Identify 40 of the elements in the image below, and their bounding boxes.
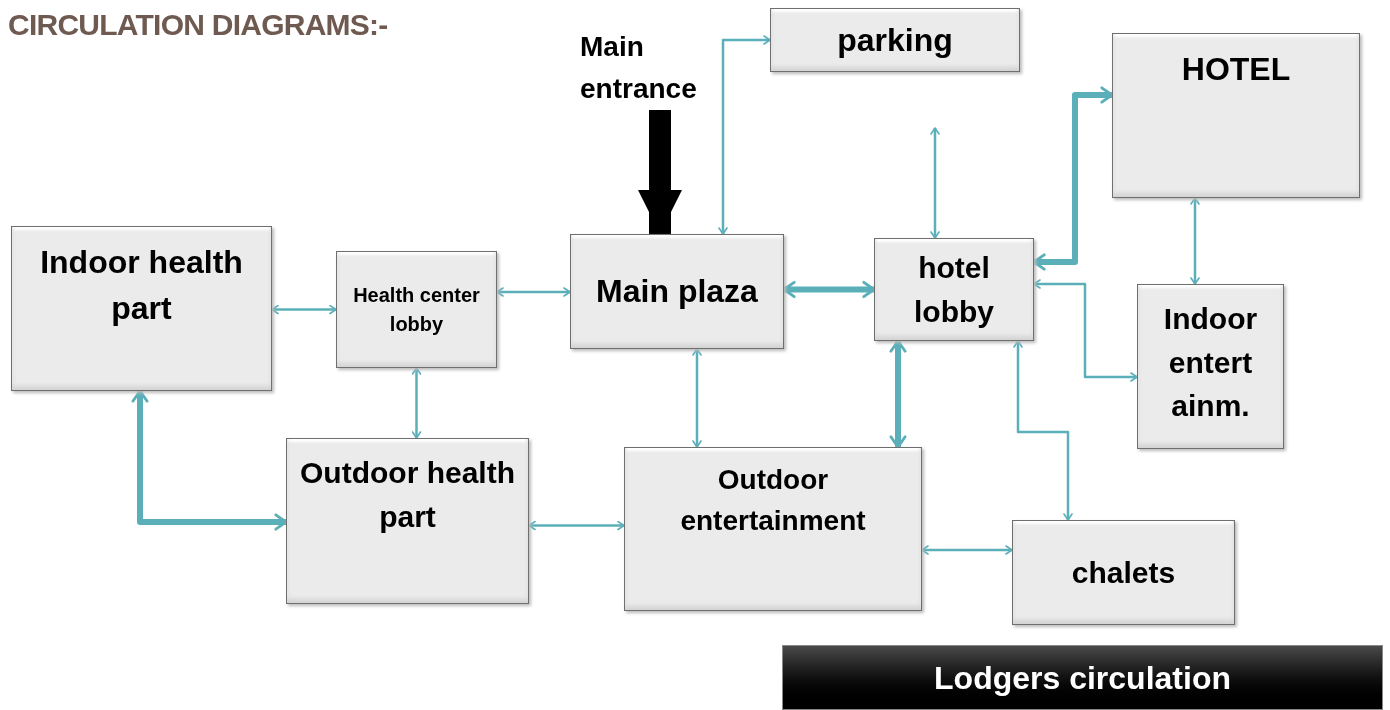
connector-arrow (718, 35, 771, 235)
connector-arrow (1033, 279, 1138, 382)
box-label: Indoor entert ainm. (1162, 301, 1259, 424)
entrance-label: Main entrance (580, 26, 730, 110)
connector-arrow (131, 389, 288, 531)
process-box (624, 447, 922, 611)
box-label: parking (837, 20, 953, 60)
connector-arrow (930, 127, 940, 239)
connector-arrow (1032, 86, 1114, 271)
process-box (11, 226, 272, 391)
process-box (336, 251, 497, 368)
process-box (570, 234, 784, 349)
box-label: hotel lobby (913, 250, 995, 330)
process-box (770, 8, 1020, 72)
process-box (1137, 284, 1284, 449)
box-label: HOTEL (1181, 50, 1291, 89)
connector-arrow (889, 339, 907, 449)
connector-arrow (271, 304, 337, 315)
box-label: Indoor health part (39, 243, 244, 329)
connector-arrow (528, 520, 625, 531)
process-box (874, 238, 1034, 341)
process-box (1012, 520, 1235, 625)
connector-arrow (496, 287, 571, 297)
diagram-title: CIRCULATION DIAGRAMS:- (8, 10, 388, 40)
process-box (1112, 33, 1360, 198)
title-bar (782, 645, 1383, 710)
box-label: Outdoor entertainment (679, 463, 867, 538)
connector-arrow (1013, 340, 1073, 521)
connector-arrow (921, 545, 1013, 555)
box-label: Main plaza (596, 272, 758, 312)
connector-arrow (1190, 197, 1200, 285)
connector-arrow (411, 367, 422, 439)
box-label: Outdoor health part (299, 455, 516, 535)
connector-arrow (692, 348, 702, 448)
box-label: Health center lobby (352, 282, 481, 337)
entrance-arrow (638, 110, 682, 234)
bar-title: Lodgers circulation (934, 658, 1231, 698)
process-box (286, 438, 529, 604)
connector-arrow (782, 280, 876, 299)
box-label: chalets (1071, 554, 1176, 591)
